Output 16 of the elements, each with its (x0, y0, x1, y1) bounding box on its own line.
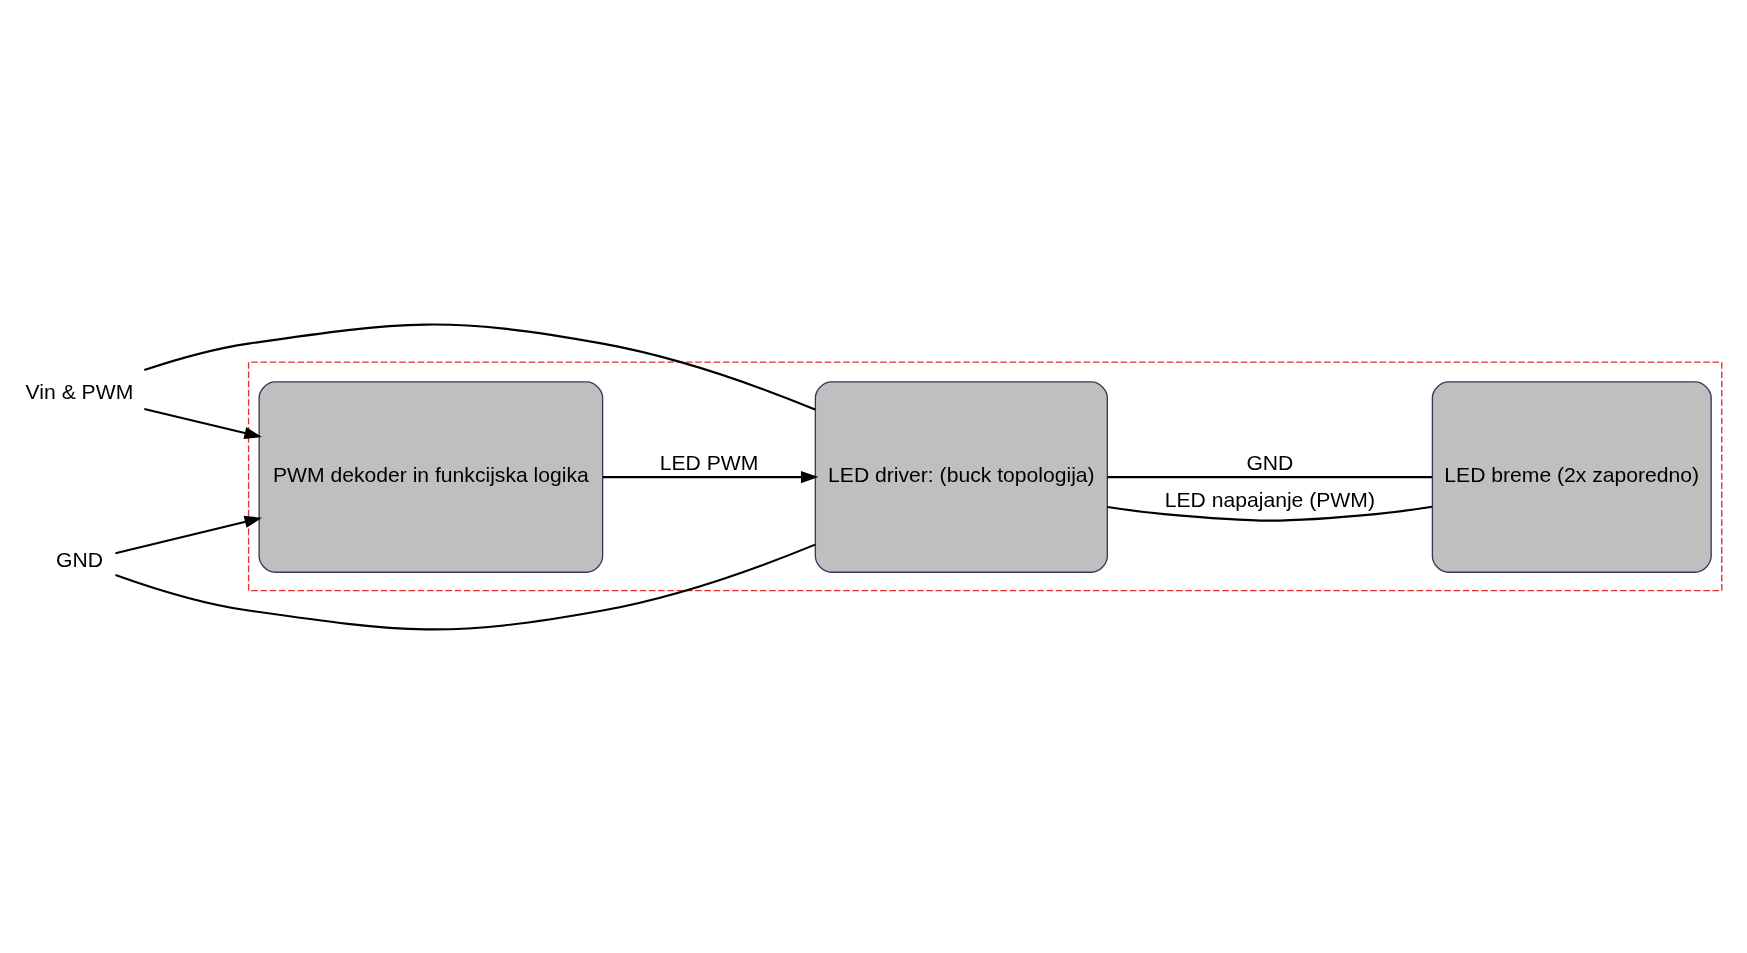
connector (144, 323, 816, 410)
edge-label: LED PWM (659, 450, 759, 474)
node-text: Vin & PWM (25, 379, 134, 403)
node-box: PWM dekoder in funkcijska logika (258, 380, 604, 573)
arrow (602, 470, 819, 483)
node-box: LED breme (2x zaporedno) (1431, 380, 1712, 573)
connector (1107, 505, 1433, 522)
arrow (144, 407, 262, 439)
connector (115, 543, 816, 630)
edge-label: GND (1246, 450, 1294, 474)
node-text: GND (55, 547, 103, 571)
connector (1107, 475, 1432, 478)
cluster (247, 360, 1723, 591)
edge-label: LED napajanje (PWM) (1164, 487, 1375, 511)
arrow (115, 515, 263, 554)
node-box: LED driver: (buck topologija) (814, 380, 1108, 573)
